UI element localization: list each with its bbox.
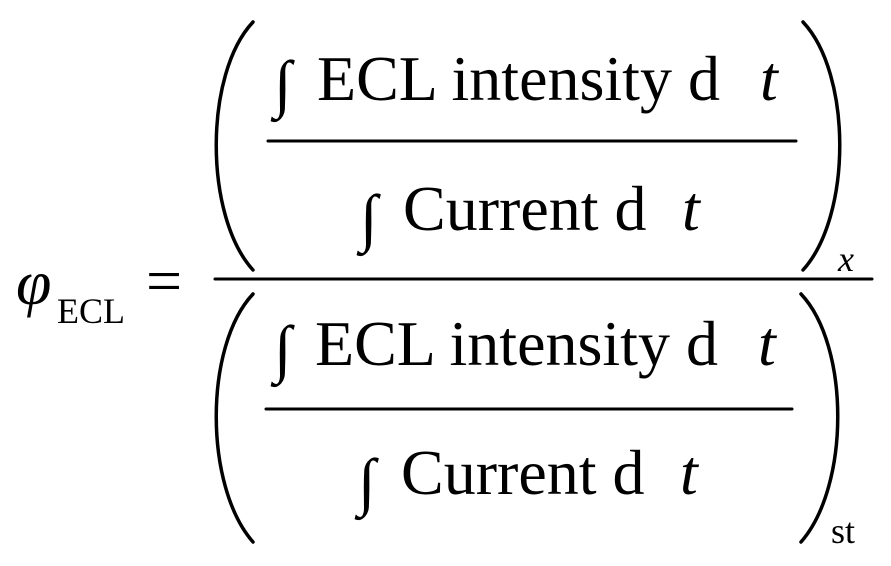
equals-sign: = xyxy=(146,245,182,316)
denominator-top-integral-text: ECL intensity d xyxy=(315,308,718,379)
numerator-subscript: x xyxy=(837,239,854,279)
numerator-bottom-integral-variable: t xyxy=(682,173,702,244)
denominator-right-parenthesis xyxy=(799,292,840,544)
denominator-top-integral-symbol: ∫ xyxy=(270,313,295,388)
numerator-top-integral-text: ECL intensity d xyxy=(317,43,720,114)
phi-symbol: φ xyxy=(16,247,51,318)
numerator-bottom-integral-text: Current d xyxy=(403,173,647,244)
numerator-top-integral-symbol: ∫ xyxy=(270,48,295,123)
numerator-bottom-integral-symbol: ∫ xyxy=(356,182,381,257)
numerator-top-integral-variable: t xyxy=(760,43,780,114)
denominator-bottom-integral-variable: t xyxy=(680,437,700,508)
denominator-bottom-integral-text: Current d xyxy=(401,437,645,508)
phi-subscript: ECL xyxy=(57,291,125,331)
denominator-top-integral-variable: t xyxy=(758,308,778,379)
denominator-subscript: st xyxy=(831,511,855,551)
numerator-right-parenthesis xyxy=(801,20,842,272)
denominator-left-parenthesis xyxy=(214,292,255,544)
numerator-left-parenthesis xyxy=(214,20,255,272)
denominator-bottom-integral-symbol: ∫ xyxy=(354,446,379,521)
